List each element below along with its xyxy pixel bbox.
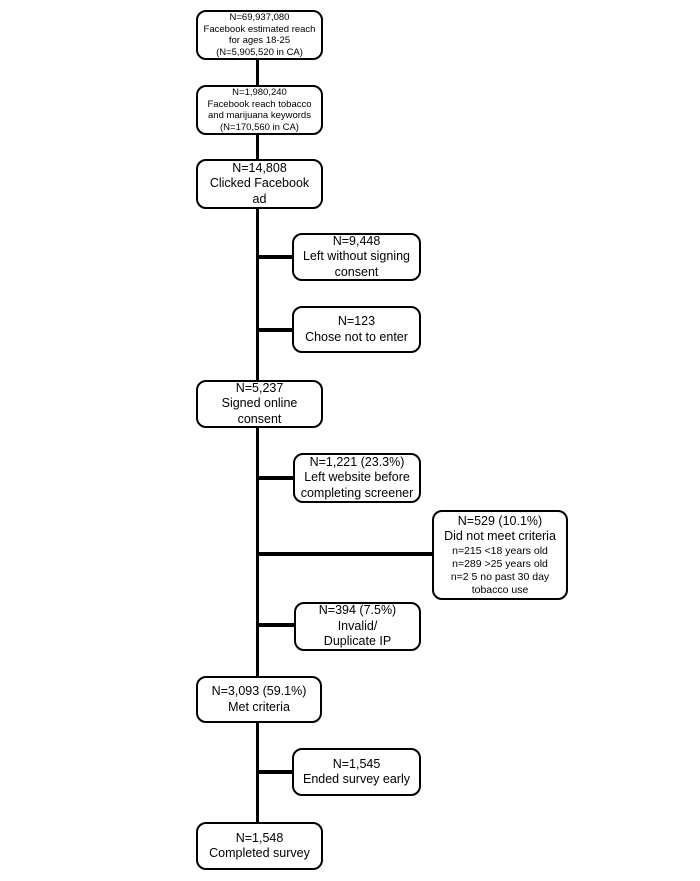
node-line: completing screener — [300, 485, 414, 500]
node-line: for ages 18-25 — [228, 35, 291, 46]
node-met-criteria: N=3,093 (59.1%) Met criteria — [196, 676, 322, 723]
node-line: Clicked Facebook — [209, 176, 310, 191]
connector-vertical-3 — [256, 209, 259, 380]
node-line: N=1,980,240 — [232, 87, 287, 98]
node-line: N=14,808 — [232, 160, 287, 175]
node-line: Met criteria — [228, 699, 290, 714]
node-line: consent — [334, 264, 379, 279]
node-line: N=5,237 — [235, 380, 284, 395]
node-line: N=394 (7.5%) — [318, 603, 397, 618]
node-line: Duplicate IP — [323, 634, 392, 649]
connector-vertical-4 — [256, 428, 259, 676]
connector-branch-invalid-duplicate-ip — [258, 623, 294, 627]
connector-branch-ended-survey-early — [258, 770, 292, 774]
node-line: (N=170,560 in CA) — [220, 121, 299, 133]
node-line: Left website before — [304, 470, 410, 485]
node-line: Left without signing — [302, 249, 410, 264]
connector-branch-did-not-meet-criteria — [258, 552, 432, 556]
node-left-before-screener: N=1,221 (23.3%) Left website before comp… — [293, 453, 421, 503]
node-line: N=529 (10.1%) — [457, 513, 543, 528]
node-line: ad — [252, 191, 267, 206]
node-line: N=69,937,080 — [229, 12, 290, 23]
connector-vertical-1 — [256, 60, 259, 85]
node-line: Chose not to enter — [305, 329, 408, 344]
node-subline: tobacco use — [471, 583, 529, 596]
node-line: N=9,448 — [332, 233, 381, 248]
node-fb-reach: N=69,937,080 Facebook estimated reach fo… — [196, 10, 323, 60]
node-line: Completed survey — [209, 846, 310, 860]
node-line: N=123 — [337, 314, 376, 328]
node-left-without-consent: N=9,448 Left without signing consent — [292, 233, 421, 281]
node-line: Did not meet criteria — [444, 529, 556, 543]
node-line: consent — [237, 411, 282, 426]
node-line: Invalid/ — [337, 618, 378, 633]
node-line: N=3,093 (59.1%) — [211, 684, 307, 698]
connector-vertical-5 — [256, 723, 259, 822]
node-completed-survey: N=1,548 Completed survey — [196, 822, 323, 870]
node-line: Signed online — [221, 396, 298, 411]
connector-branch-chose-not-to-enter — [258, 328, 292, 332]
connector-vertical-2 — [256, 135, 259, 159]
node-line: N=1,221 (23.3%) — [309, 454, 405, 469]
node-line: N=1,545 — [332, 756, 381, 771]
node-line: Facebook reach tobacco — [207, 98, 312, 110]
node-ended-survey-early: N=1,545 Ended survey early — [292, 748, 421, 796]
node-line: (N=5,905,520 in CA) — [216, 46, 303, 58]
connector-branch-left-before-screener — [258, 476, 293, 480]
node-signed-consent: N=5,237 Signed online consent — [196, 380, 323, 428]
node-fb-keywords: N=1,980,240 Facebook reach tobacco and m… — [196, 85, 323, 135]
node-chose-not-to-enter: N=123 Chose not to enter — [292, 306, 421, 353]
node-subline: n=289 >25 years old — [452, 557, 548, 570]
node-line: Facebook estimated reach — [203, 23, 316, 35]
node-subline: n=2 5 no past 30 day — [450, 570, 550, 583]
node-subline: n=215 <18 years old — [452, 544, 548, 557]
node-invalid-duplicate-ip: N=394 (7.5%) Invalid/ Duplicate IP — [294, 602, 421, 651]
node-clicked-ad: N=14,808 Clicked Facebook ad — [196, 159, 323, 209]
node-did-not-meet-criteria: N=529 (10.1%) Did not meet criteria n=21… — [432, 510, 568, 600]
node-line: Ended survey early — [302, 772, 410, 786]
node-line: and marijuana keywords — [208, 110, 311, 121]
node-line: N=1,548 — [235, 830, 284, 845]
connector-branch-left-without-consent — [258, 255, 292, 259]
